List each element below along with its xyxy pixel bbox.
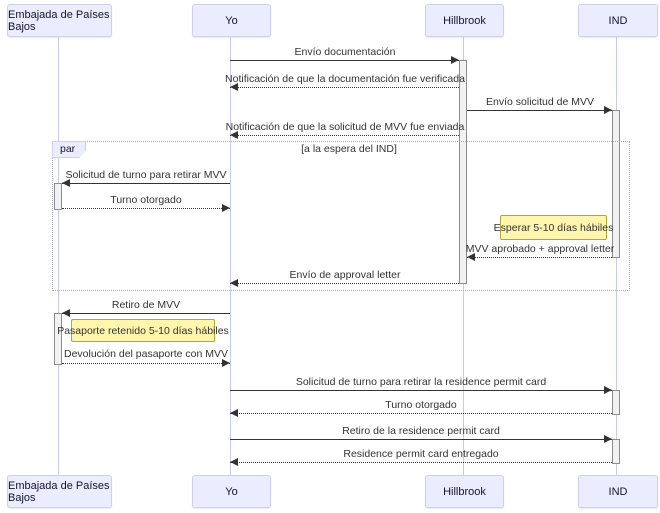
arrowhead xyxy=(467,253,475,261)
activation-embajada-1 xyxy=(54,183,62,210)
participant-label: IND xyxy=(608,485,628,498)
message-line xyxy=(230,87,459,88)
message-line xyxy=(230,462,612,463)
par-block-condition: [a la espera del IND] xyxy=(301,143,397,155)
note-text: Esperar 5-10 días hábiles xyxy=(493,221,614,234)
message-label: Residence permit card entregado xyxy=(343,448,499,460)
participant-label: Yo xyxy=(225,14,238,27)
lifeline-embajada xyxy=(58,36,59,475)
message-label: Turno otorgado xyxy=(110,194,182,206)
message-line xyxy=(467,110,612,111)
message-label: Envío solicitud de MVV xyxy=(486,96,594,108)
activation-ind-2 xyxy=(612,390,620,415)
par-block: par xyxy=(52,141,630,291)
message-label: Envío documentación xyxy=(294,46,396,58)
arrowhead xyxy=(604,106,612,114)
arrowhead xyxy=(230,409,238,417)
arrowhead xyxy=(451,56,459,64)
message-line xyxy=(230,283,459,284)
message-label: Retiro de la residence permit card xyxy=(342,425,500,437)
participant-bottom-hillbrook: Hillbrook xyxy=(425,475,504,508)
message-line xyxy=(467,257,612,258)
participant-label: Embajada de Países Bajos xyxy=(8,8,110,33)
participant-label: IND xyxy=(608,14,628,27)
message-line xyxy=(230,60,459,61)
message-label: Envío de approval letter xyxy=(289,269,401,281)
arrowhead xyxy=(230,83,238,91)
message-line xyxy=(62,208,230,209)
activation-ind-3 xyxy=(612,439,620,464)
message-label: MVV aprobado + approval letter xyxy=(465,243,615,255)
message-line xyxy=(230,390,612,391)
message-line xyxy=(230,413,612,414)
participant-label: Embajada de Países Bajos xyxy=(8,479,110,504)
message-label: Solicitud de turno para retirar MVV xyxy=(65,169,227,181)
arrowhead xyxy=(604,386,612,394)
arrowhead xyxy=(230,131,238,139)
participant-top-embajada: Embajada de Países Bajos xyxy=(7,4,112,37)
activation-embajada-2 xyxy=(54,313,62,365)
message-line xyxy=(62,313,230,314)
arrowhead xyxy=(230,279,238,287)
message-line xyxy=(230,135,459,136)
activation-hillbrook xyxy=(459,60,467,284)
arrowhead xyxy=(230,458,238,466)
participant-label: Hillbrook xyxy=(443,485,486,498)
activation-ind-1 xyxy=(612,110,620,258)
participant-bottom-yo: Yo xyxy=(192,475,271,508)
message-label: Devolución del pasaporte con MVV xyxy=(63,348,229,360)
arrowhead xyxy=(62,179,70,187)
lifeline-yo xyxy=(230,36,231,475)
message-line xyxy=(62,183,230,184)
note-esperar-dias-habiles: Esperar 5-10 días hábiles xyxy=(494,215,613,240)
arrowhead xyxy=(222,359,230,367)
message-label: Notificación de que la documentación fue… xyxy=(225,73,465,85)
participant-top-ind: IND xyxy=(578,4,658,37)
participant-label: Hillbrook xyxy=(443,14,486,27)
arrowhead xyxy=(222,204,230,212)
note-text: Pasaporte retenido 5-10 días hábiles xyxy=(57,324,229,337)
participant-bottom-embajada: Embajada de Países Bajos xyxy=(7,475,112,508)
participant-top-yo: Yo xyxy=(192,4,271,37)
participant-label: Yo xyxy=(225,485,238,498)
message-label: Turno otorgado xyxy=(385,399,457,411)
participant-bottom-ind: IND xyxy=(578,475,658,508)
message-line xyxy=(230,439,612,440)
message-label: Retiro de MVV xyxy=(111,299,181,311)
participant-top-hillbrook: Hillbrook xyxy=(425,4,504,37)
message-label: Solicitud de turno para retirar la resid… xyxy=(295,376,547,388)
arrowhead xyxy=(604,435,612,443)
arrowhead xyxy=(62,309,70,317)
par-block-label: par xyxy=(52,141,87,158)
message-line xyxy=(62,363,230,364)
message-label: Notificación de que la solicitud de MVV … xyxy=(225,121,465,133)
note-pasaporte-retenido: Pasaporte retenido 5-10 días hábiles xyxy=(57,319,229,342)
